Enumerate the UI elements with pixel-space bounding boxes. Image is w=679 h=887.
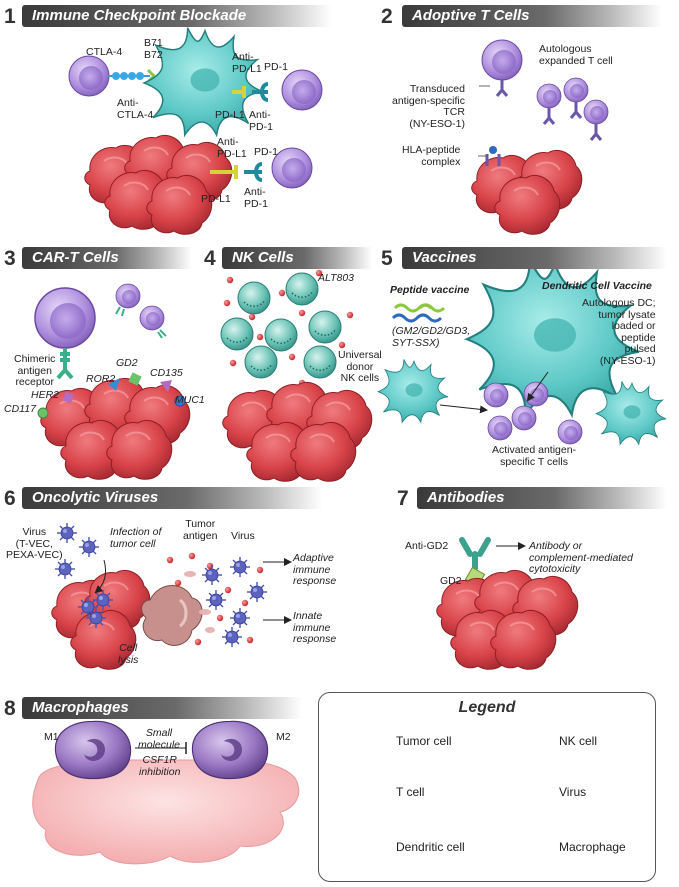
panel-4-title: NK Cells bbox=[232, 249, 294, 266]
label-pd1-upper: PD-1 bbox=[264, 61, 288, 73]
panel-7-banner: Antibodies bbox=[417, 487, 667, 509]
label-her2: HER2 bbox=[31, 389, 60, 401]
label-anti-pd1-upper: Anti- PD-1 bbox=[249, 109, 273, 133]
label-autologous-dc: Autologous DC; tumor lysate loaded or pe… bbox=[582, 297, 656, 367]
label-activated-t-cells: Activated antigen- specific T cells bbox=[492, 444, 577, 468]
label-ror2: ROR2 bbox=[86, 373, 116, 385]
label-hla-peptide: HLA-peptide complex bbox=[402, 144, 461, 168]
label-transduced-tcr: Transduced antigen-specific TCR (NY-ESO-… bbox=[392, 83, 465, 130]
label-universal-donor-nk: Universal donor NK cells bbox=[338, 349, 382, 384]
panel-3-banner: CAR-T Cells bbox=[22, 247, 192, 269]
label-muc1: MUC1 bbox=[175, 394, 205, 406]
label-anti-pdl1-lower: Anti- PD-L1 bbox=[217, 136, 247, 160]
label-anti-pdl1-upper: Anti- PD-L1 bbox=[232, 51, 262, 75]
label-anti-pd1-lower: Anti- PD-1 bbox=[244, 186, 268, 210]
panel-5-banner: Vaccines bbox=[402, 247, 667, 269]
label-pd1-lower: PD-1 bbox=[254, 146, 278, 158]
label-b7: B71 B72 bbox=[144, 37, 163, 61]
label-gd2: GD2 bbox=[116, 357, 138, 369]
panel-7-title: Antibodies bbox=[427, 489, 505, 506]
panel-7-art bbox=[435, 537, 579, 671]
panel-3-number: 3 bbox=[4, 247, 16, 270]
panel-2-title: Adoptive T Cells bbox=[412, 7, 530, 24]
panel-3-art bbox=[34, 283, 191, 481]
label-m2: M2 bbox=[276, 731, 291, 743]
panel-1-art bbox=[68, 27, 323, 236]
panel-1-banner: Immune Checkpoint Blockade bbox=[22, 5, 332, 27]
label-ctla4: CTLA-4 bbox=[86, 46, 123, 58]
ctla4-receptor bbox=[108, 68, 157, 84]
label-csf1r-inhibition: CSF1R inhibition bbox=[139, 754, 181, 778]
tumor-cluster-p1 bbox=[83, 134, 233, 236]
label-anti-gd2: Anti-GD2 bbox=[405, 540, 449, 552]
legend-label-dendritic: Dendritic cell bbox=[396, 840, 465, 854]
label-cd117: CD117 bbox=[4, 403, 36, 415]
legend-label-virus: Virus bbox=[559, 785, 587, 799]
label-gd2-p7: GD2 bbox=[440, 575, 462, 587]
panel-5-art bbox=[377, 258, 667, 445]
panel-5-number: 5 bbox=[381, 247, 393, 270]
panel-1-title: Immune Checkpoint Blockade bbox=[32, 7, 247, 24]
label-virus: Virus bbox=[231, 530, 255, 542]
label-virus-types: Virus (T-VEC, PEXA-VEC) bbox=[6, 526, 63, 561]
label-m1: M1 bbox=[44, 731, 59, 743]
label-anti-ctla4: Anti- CTLA-4 bbox=[117, 97, 154, 121]
panel-4-number: 4 bbox=[204, 247, 216, 270]
label-autologous-t-cell: Autologous expanded T cell bbox=[539, 43, 613, 67]
label-small-molecule: Small molecule bbox=[138, 727, 181, 751]
label-alt803: ALT803 bbox=[318, 272, 354, 284]
legend: Legend bbox=[318, 692, 656, 882]
label-cd135: CD135 bbox=[150, 367, 183, 379]
panel-8-title: Macrophages bbox=[32, 699, 129, 716]
panel-6-title: Oncolytic Viruses bbox=[32, 489, 159, 506]
legend-label-t-cell: T cell bbox=[396, 785, 425, 799]
label-cell-lysis: Cell lysis bbox=[118, 642, 139, 666]
panel-8-art bbox=[32, 720, 300, 865]
label-tumor-antigen: Tumor antigen bbox=[183, 518, 218, 542]
label-adaptive-response: Adaptive immune response bbox=[293, 552, 337, 587]
panel-7-number: 7 bbox=[397, 487, 409, 510]
panel-4-banner: NK Cells bbox=[222, 247, 372, 269]
label-pdl1-upper: PD-L1 bbox=[215, 109, 245, 121]
legend-title: Legend bbox=[458, 699, 516, 716]
panel-2-number: 2 bbox=[381, 5, 393, 28]
label-innate-response: Innate immune response bbox=[293, 610, 337, 645]
panel-6-number: 6 bbox=[4, 487, 16, 510]
legend-label-tumor: Tumor cell bbox=[396, 734, 452, 748]
panel-8-banner: Macrophages bbox=[22, 697, 302, 719]
panel-8-number: 8 bbox=[4, 697, 16, 720]
panel-6-art bbox=[50, 522, 292, 671]
label-peptide-vaccine: Peptide vaccine bbox=[390, 284, 470, 296]
panel-2-art bbox=[470, 39, 609, 236]
panel-2-banner: Adoptive T Cells bbox=[402, 5, 662, 27]
panel-6-banner: Oncolytic Viruses bbox=[22, 487, 322, 509]
label-cytotoxicity: Antibody or complement-mediated cytotoxi… bbox=[529, 540, 633, 575]
label-pdl1-lower: PD-L1 bbox=[201, 193, 231, 205]
legend-label-nk: NK cell bbox=[559, 734, 598, 748]
panel-5-title: Vaccines bbox=[412, 249, 477, 266]
panel-3-title: CAR-T Cells bbox=[32, 249, 119, 266]
label-dendritic-cell-vaccine: Dendritic Cell Vaccine bbox=[542, 280, 652, 292]
label-chimeric-antigen-receptor: Chimeric antigen receptor bbox=[14, 353, 56, 388]
label-infection: Infection of tumor cell bbox=[110, 526, 162, 550]
legend-label-macrophage: Macrophage bbox=[559, 840, 626, 854]
panel-1-number: 1 bbox=[4, 5, 16, 28]
label-peptide-list: (GM2/GD2/GD3, SYT-SSX) bbox=[392, 325, 471, 349]
